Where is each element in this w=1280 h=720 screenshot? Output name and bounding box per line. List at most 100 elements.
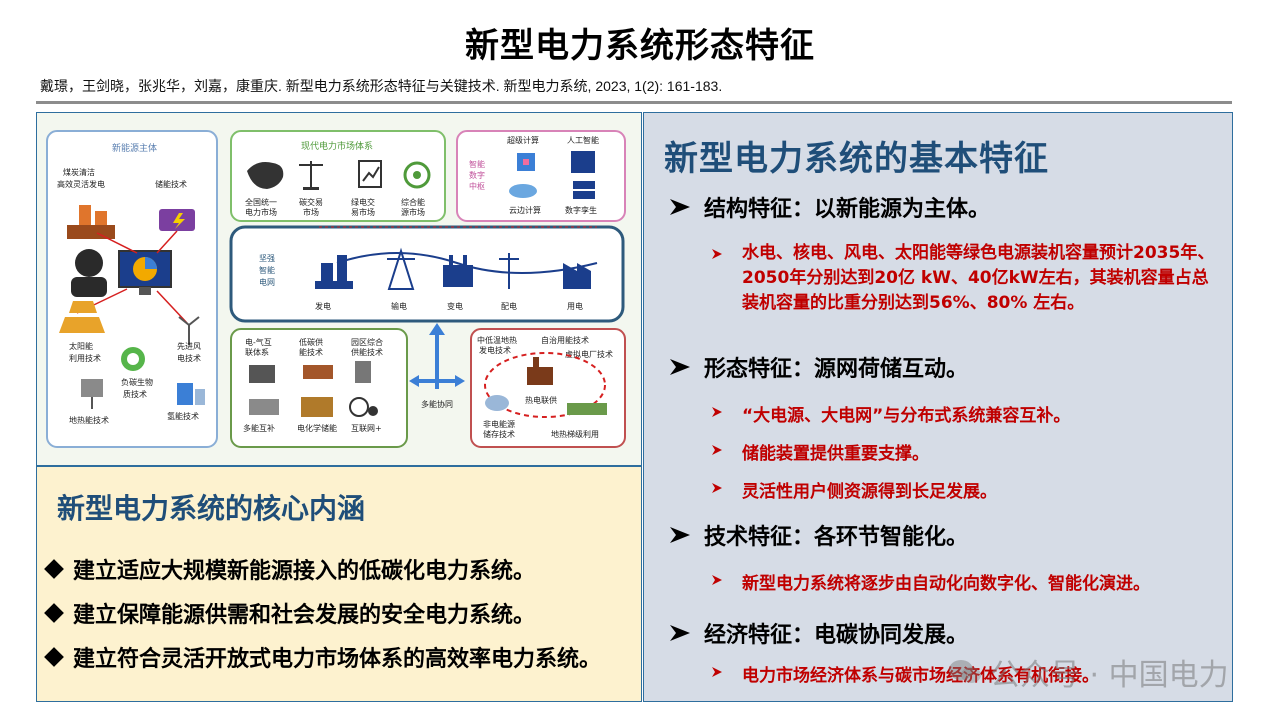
system-diagram: 新能源主体 煤炭清洁 高效灵活发电 储能技术	[37, 113, 641, 465]
grid-label-3: 电网	[259, 277, 275, 287]
ai-chip-icon	[571, 151, 595, 173]
core-item-text: 建立适应大规模新能源接入的低碳化电力系统。	[73, 559, 536, 584]
mid-low-geo-1: 中低温地热	[477, 335, 517, 345]
self-gov-label: 自治用能技术	[541, 335, 589, 345]
multi-comp-label: 多能互补	[243, 423, 275, 433]
storage-label: 储能技术	[155, 179, 187, 189]
market-item-0-l1: 全国统一	[245, 197, 277, 207]
recycle-icon	[121, 347, 145, 371]
geothermal-icon	[81, 379, 103, 409]
china-map-icon	[247, 162, 284, 189]
system-diagram-panel: 新能源主体 煤炭清洁 高效灵活发电 储能技术	[36, 112, 642, 466]
wind-label-2: 电技术	[177, 353, 201, 363]
wind-turbine-icon	[178, 316, 200, 345]
feature-econ-sub: 电力市场经济体系与碳市场经济体系有机衔接。	[710, 661, 1099, 686]
mid-low-geo-2: 发电技术	[479, 345, 511, 355]
cloud-icon	[509, 184, 537, 198]
feature-econ-text: 经济特征：电碳协同发展。	[704, 623, 969, 648]
market-group-label: 现代电力市场体系	[301, 140, 373, 152]
transmission-tower-icon	[387, 247, 415, 290]
feature-structure-sub-text: 水电、核电、风电、太阳能等绿色电源装机容量预计2035年、2050年分别达到20…	[742, 243, 1215, 313]
geo-cascade-label: 地热梯级利用	[551, 429, 599, 439]
grid-label-1: 坚强	[259, 254, 275, 263]
distributed-energy-box	[470, 328, 626, 448]
red-arrow-bullet-icon	[712, 575, 722, 585]
distribution-pole-icon	[499, 253, 519, 289]
integrated-energy-box	[230, 328, 408, 448]
market-item-1-l2: 市场	[303, 207, 319, 217]
storage-cabinet-icon	[301, 397, 333, 417]
lower-item-1-l2: 能技术	[299, 347, 323, 357]
hydrogen-icon	[177, 383, 205, 405]
lower-item-0-l1: 电-气互	[245, 337, 272, 347]
basic-features-panel: 新型电力系统的基本特征 结构特征：以新能源为主体。 水电、核电、风电、太阳能等绿…	[643, 112, 1233, 702]
feature-tech-text: 技术特征：各环节智能化。	[704, 525, 969, 550]
arrowhead-bullet-icon	[670, 359, 690, 375]
operator-icon	[71, 249, 107, 297]
market-item-3-l1: 综合能	[401, 197, 425, 207]
digital-hub-3: 中枢	[469, 181, 485, 191]
feature-econ-sub-text: 电力市场经济体系与碳市场经济体系有机衔接。	[742, 666, 1099, 686]
watermark-text: 公众号 · 中国电力	[990, 658, 1229, 693]
battery-icon	[159, 209, 195, 231]
ai-label: 人工智能	[567, 135, 599, 145]
feature-tech: 技术特征：各环节智能化。	[666, 519, 968, 551]
feature-tech-sub-text: 新型电力系统将逐步由自动化向数字化、智能化演进。	[742, 574, 1150, 594]
machinery-icon	[249, 399, 279, 415]
feature-form: 形态特征：源网荷储互动。	[666, 351, 968, 383]
hydrogen-label: 氢能技术	[167, 411, 199, 421]
bio-label-1: 负碳生物	[121, 377, 153, 387]
market-item-2-l2: 易市场	[351, 207, 375, 217]
internet-plus-label: 互联网+	[351, 424, 382, 433]
bio-label-2: 质技术	[123, 389, 147, 399]
core-connotation-panel: 新型电力系统的核心内涵 建立适应大规模新能源接入的低碳化电力系统。 建立保障能源…	[36, 466, 642, 702]
monitor-pie-icon	[118, 250, 172, 295]
citation: 戴璟，王剑晓，张兆华，刘嘉，康重庆. 新型电力系统形态特征与关键技术. 新型电力…	[40, 78, 723, 94]
feature-form-text: 形态特征：源网荷储互动。	[704, 357, 969, 382]
diamond-bullet-icon	[44, 603, 64, 623]
core-item: 建立保障能源供需和社会发展的安全电力系统。	[44, 591, 601, 635]
tank-icon	[485, 395, 509, 411]
wechat-icon	[949, 660, 981, 683]
building-icon	[355, 361, 371, 383]
features-title: 新型电力系统的基本特征	[664, 139, 1049, 179]
lower-item-0-l2: 联体系	[245, 347, 269, 357]
lower-item-2-l2: 供能技术	[351, 347, 383, 357]
coal-label-1: 煤炭清洁	[63, 167, 95, 177]
heat-pipe-icon	[303, 365, 333, 379]
feature-structure-text: 结构特征：以新能源为主体。	[704, 197, 991, 222]
feature-form-sub-text: 灵活性用户侧资源得到长足发展。	[742, 482, 997, 502]
non-elec-1: 非电能源	[483, 419, 515, 429]
core-title: 新型电力系统的核心内涵	[57, 492, 366, 525]
market-item-1-l1: 碳交易	[299, 197, 323, 207]
lower-item-1-l1: 低碳供	[299, 337, 323, 347]
core-list: 建立适应大规模新能源接入的低碳化电力系统。 建立保障能源供需和社会发展的安全电力…	[44, 547, 601, 679]
red-arrow-bullet-icon	[712, 445, 722, 455]
new-energy-group-label: 新能源主体	[112, 142, 157, 154]
digital-hub-1: 智能	[469, 159, 485, 169]
chp-plant-icon	[527, 357, 553, 385]
feature-form-sub: 灵活性用户侧资源得到长足发展。	[710, 477, 997, 502]
core-item: 建立适应大规模新能源接入的低碳化电力系统。	[44, 547, 601, 591]
server-icon	[573, 181, 595, 199]
grid-stage-0: 发电	[315, 301, 331, 311]
feature-econ: 经济特征：电碳协同发展。	[666, 617, 968, 649]
core-item-text: 建立保障能源供需和社会发展的安全电力系统。	[73, 603, 536, 628]
market-item-2-l1: 绿电交	[351, 197, 375, 207]
vpp-label: 虚拟电厂技术	[565, 349, 613, 359]
grid-stage-1: 输电	[391, 301, 407, 311]
coal-label-2: 高效灵活发电	[57, 179, 105, 189]
globe-icon	[349, 397, 378, 417]
arrowhead-bullet-icon	[670, 199, 690, 215]
power-plant-icon	[315, 255, 353, 289]
electrochem-label: 电化学储能	[297, 423, 337, 433]
scale-icon	[299, 161, 323, 190]
grid-stage-4: 用电	[567, 301, 583, 311]
feature-form-sub: “大电源、大电网”与分布式系统兼容互补。	[710, 401, 1070, 426]
core-item: 建立符合灵活开放式电力市场体系的高效率电力系统。	[44, 635, 601, 679]
feature-form-sub-text: 储能装置提供重要支撑。	[742, 444, 929, 464]
lower-item-2-l1: 园区综合	[351, 337, 383, 347]
feature-structure: 结构特征：以新能源为主体。	[666, 191, 990, 223]
arrowhead-bullet-icon	[670, 527, 690, 543]
title-divider	[36, 101, 1232, 104]
